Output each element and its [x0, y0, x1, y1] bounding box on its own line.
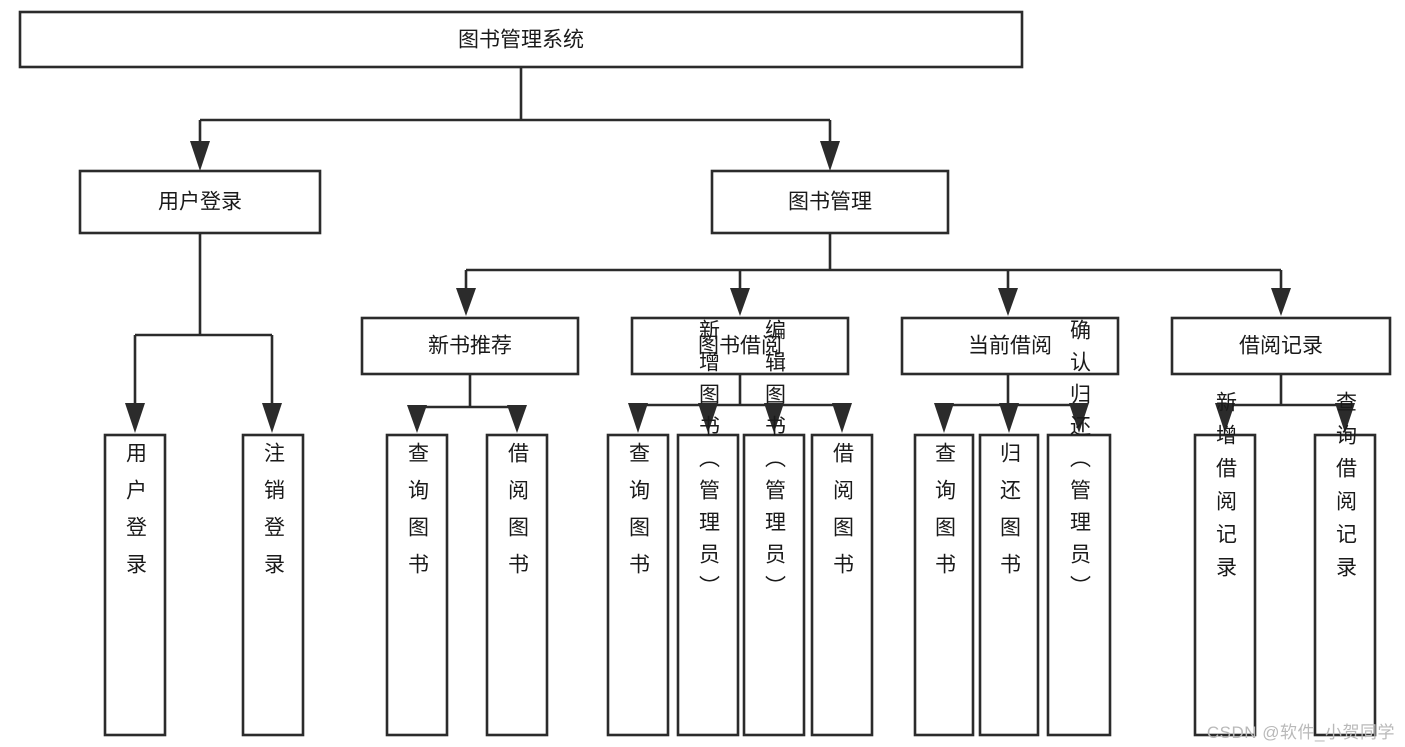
connector-group-book-borrow [628, 374, 852, 433]
node-leaf-query-book-2-box[interactable] [606, 433, 670, 737]
node-leaf-query-record-label: 查询借阅记录 [1334, 391, 1358, 589]
arrow-head-book-borrow [730, 288, 750, 316]
arrow-head-leaf-query-book-1 [407, 405, 427, 433]
node-leaf-add-record-label: 新增借阅记录 [1214, 391, 1238, 589]
node-leaf-user-login[interactable]: 用户登录 [103, 433, 167, 737]
node-leaf-user-login-label: 用户登录 [124, 442, 148, 590]
node-leaf-borrow-book-2-label: 借阅图书 [831, 442, 855, 590]
node-leaf-borrow-book-2-box[interactable] [810, 433, 874, 737]
node-leaf-edit-book-box[interactable] [742, 433, 806, 737]
node-leaf-return-book-box[interactable] [978, 433, 1040, 737]
node-leaf-add-book[interactable]: 新增图书（管理员） [676, 319, 740, 737]
arrow-head-leaf-return-book [999, 403, 1019, 433]
node-root[interactable]: 图书管理系统 [18, 10, 1024, 69]
node-book-mgmt-label: 图书管理 [788, 191, 872, 214]
arrow-head-new-book-rec [456, 288, 476, 316]
arrow-head-leaf-confirm-return [1069, 403, 1089, 433]
node-leaf-logout-box[interactable] [241, 433, 305, 737]
arrow-head-leaf-add-record [1215, 403, 1235, 433]
node-root-label: 图书管理系统 [458, 29, 584, 52]
node-current-borrow[interactable]: 当前借阅 [900, 316, 1120, 376]
connector-group-root [190, 67, 840, 171]
connector-group-current-borrow [934, 374, 1089, 433]
node-leaf-edit-book[interactable]: 编辑图书（管理员） [742, 319, 806, 737]
arrow-head-leaf-edit-book [764, 403, 784, 433]
node-leaf-confirm-return-box[interactable] [1046, 433, 1112, 737]
node-leaf-query-book-2-label: 查询图书 [627, 442, 651, 590]
node-leaf-confirm-return[interactable]: 确认归还（管理员） [1046, 319, 1112, 737]
node-leaf-query-book-1[interactable]: 查询图书 [385, 433, 449, 737]
node-leaf-return-book[interactable]: 归还图书 [978, 433, 1040, 737]
arrow-head-user-login [190, 141, 210, 171]
connector-group-user-login [125, 233, 282, 433]
arrow-head-leaf-query-record [1335, 403, 1355, 433]
node-current-borrow-box[interactable] [900, 316, 1120, 376]
arrow-head-leaf-borrow-book-1 [507, 405, 527, 433]
node-new-book-rec-label: 新书推荐 [428, 335, 512, 358]
node-leaf-query-record[interactable]: 查询借阅记录 [1313, 391, 1377, 737]
node-leaf-query-book-1-label: 查询图书 [406, 442, 430, 590]
node-leaf-query-record-box[interactable] [1313, 433, 1377, 737]
node-leaf-query-book-3[interactable]: 查询图书 [913, 433, 975, 737]
node-leaf-query-book-3-box[interactable] [913, 433, 975, 737]
node-user-login-label: 用户登录 [158, 191, 242, 214]
node-borrow-record[interactable]: 借阅记录 [1170, 316, 1392, 376]
node-leaf-borrow-book-1[interactable]: 借阅图书 [485, 433, 549, 737]
node-leaf-confirm-return-label: 确认归还（管理员） [1068, 319, 1092, 607]
node-user-login[interactable]: 用户登录 [78, 169, 322, 235]
arrow-head-leaf-user-login [125, 403, 145, 433]
node-root-box[interactable] [18, 10, 1024, 69]
arrow-head-current-borrow [998, 288, 1018, 316]
arrow-head-leaf-query-book-2 [628, 403, 648, 433]
node-leaf-query-book-1-box[interactable] [385, 433, 449, 737]
arrow-head-leaf-logout [262, 403, 282, 433]
node-borrow-record-box[interactable] [1170, 316, 1392, 376]
arrow-head-borrow-record [1271, 288, 1291, 316]
node-leaf-query-book-2[interactable]: 查询图书 [606, 433, 670, 737]
node-leaf-return-book-label: 归还图书 [998, 442, 1022, 590]
node-new-book-rec[interactable]: 新书推荐 [360, 316, 580, 376]
connector-group-borrow-record [1215, 374, 1355, 433]
node-leaf-user-login-box[interactable] [103, 433, 167, 737]
node-new-book-rec-box[interactable] [360, 316, 580, 376]
node-leaf-logout-label: 注销登录 [262, 442, 286, 590]
csdn-watermark: CSDN @软件_小贺同学 [1206, 723, 1395, 742]
connector-group-new-book-rec [407, 374, 527, 433]
node-user-login-box[interactable] [78, 169, 322, 235]
node-book-borrow[interactable]: 图书借阅 [630, 316, 850, 376]
node-leaf-edit-book-label: 编辑图书（管理员） [763, 319, 787, 607]
node-leaf-add-record-box[interactable] [1193, 433, 1257, 737]
node-current-borrow-label: 当前借阅 [968, 335, 1052, 358]
node-leaf-query-book-3-label: 查询图书 [933, 442, 957, 590]
node-leaf-borrow-book-1-label: 借阅图书 [506, 442, 530, 590]
connector-group-book-mgmt [456, 233, 1291, 316]
node-leaf-add-record[interactable]: 新增借阅记录 [1193, 391, 1257, 737]
arrow-head-book-mgmt [820, 141, 840, 171]
node-leaf-borrow-book-2[interactable]: 借阅图书 [810, 433, 874, 737]
node-leaf-borrow-book-1-box[interactable] [485, 433, 549, 737]
node-leaf-logout[interactable]: 注销登录 [241, 433, 305, 737]
node-book-mgmt[interactable]: 图书管理 [710, 169, 950, 235]
node-book-mgmt-box[interactable] [710, 169, 950, 235]
node-borrow-record-label: 借阅记录 [1239, 335, 1323, 358]
arrow-head-leaf-query-book-3 [934, 403, 954, 433]
arrow-head-leaf-borrow-book-2 [832, 403, 852, 433]
node-book-borrow-box[interactable] [630, 316, 850, 376]
node-leaf-add-book-box[interactable] [676, 433, 740, 737]
node-leaf-add-book-label: 新增图书（管理员） [697, 319, 721, 607]
arrow-head-leaf-add-book [698, 403, 718, 433]
node-book-borrow-label: 图书借阅 [698, 335, 782, 358]
